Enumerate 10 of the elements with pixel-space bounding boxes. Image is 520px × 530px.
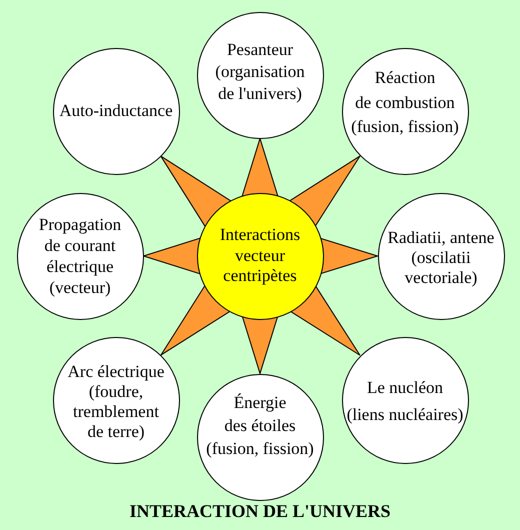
- node-text: Auto-inductance: [59, 101, 173, 121]
- node-text: Propagation de courant électrique (vecteur): [38, 214, 122, 298]
- node-text: Énergie des étoiles (fusion, fission): [206, 392, 314, 460]
- node-text: Radiatii, antene (oscilatii vectoriale): [388, 228, 494, 288]
- node-text: Arc électrique (foudre, tremblement de terre): [68, 362, 164, 442]
- node-text: Réaction de combustion (fusion, fission): [351, 67, 459, 138]
- node-text: Pesanteur (organisation de l'univers): [215, 39, 305, 105]
- node-text: Interactions vecteur centripètes: [220, 225, 300, 287]
- diagram-title: INTERACTION DE L'UNIVERS: [129, 501, 391, 522]
- node-text: Le nucléon (liens nucléaires): [346, 377, 464, 426]
